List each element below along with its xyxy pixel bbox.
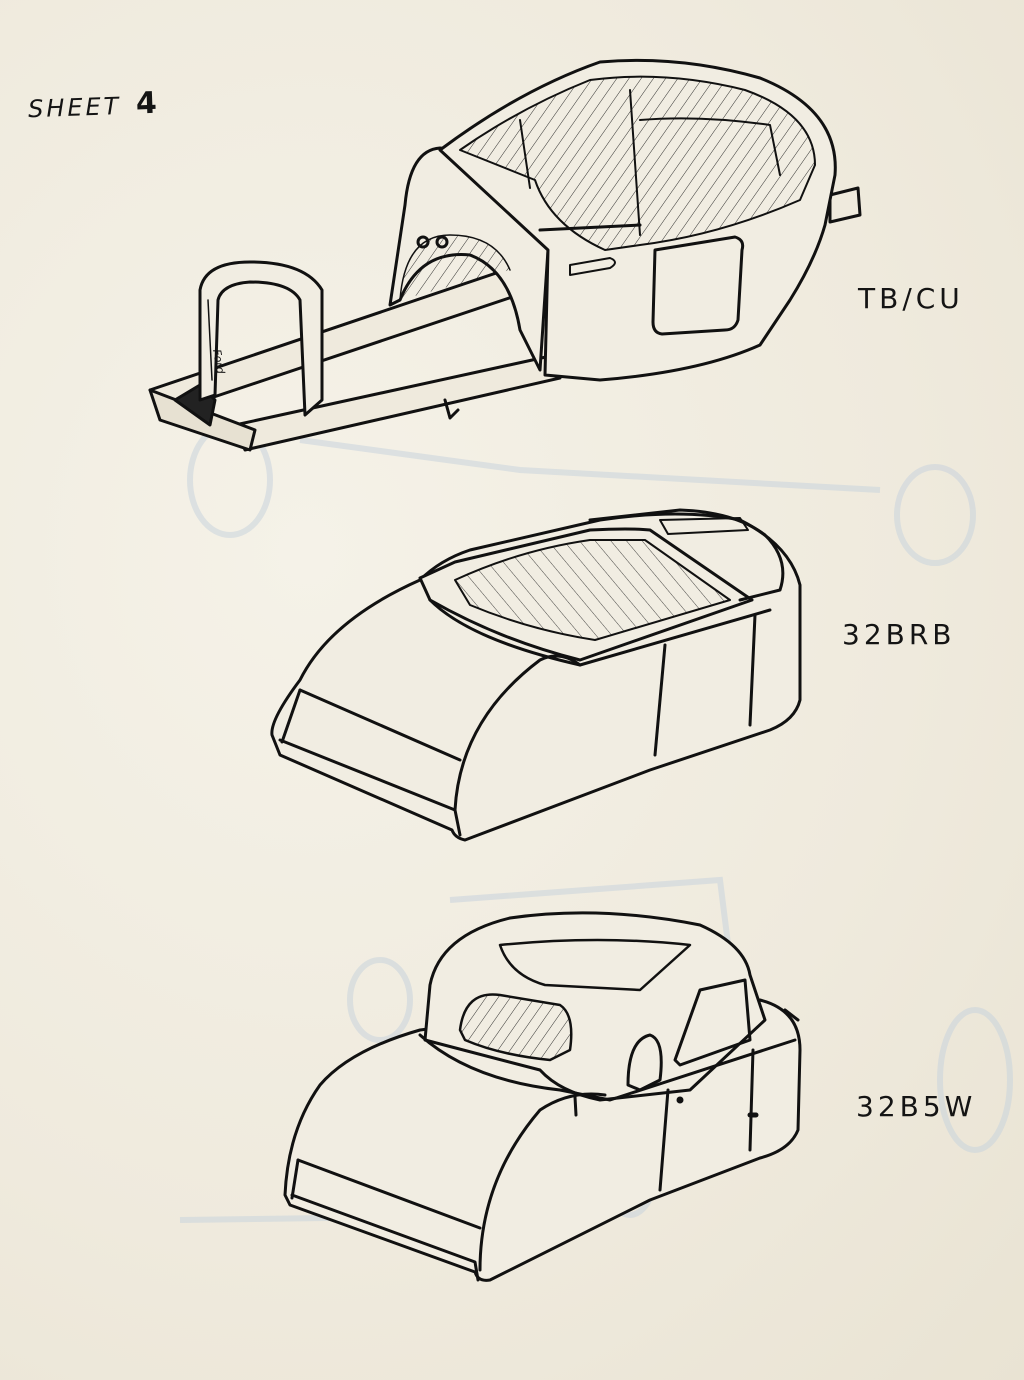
svg-text:Ford: Ford	[210, 348, 227, 375]
sheet-number: 4	[135, 85, 161, 122]
roadster-body-drawing	[270, 508, 802, 842]
sheet-label-text: SHEET	[27, 92, 122, 124]
item-code-roadster: 32BRB	[842, 618, 956, 651]
sheet-label: SHEET 4	[27, 85, 161, 126]
item-code-coupe: 32B5W	[856, 1090, 977, 1123]
tbucket-body-drawing: Ford	[148, 58, 862, 452]
item-code-tbucket: TB/CU	[858, 282, 964, 315]
coupe-body-drawing	[283, 911, 802, 1282]
